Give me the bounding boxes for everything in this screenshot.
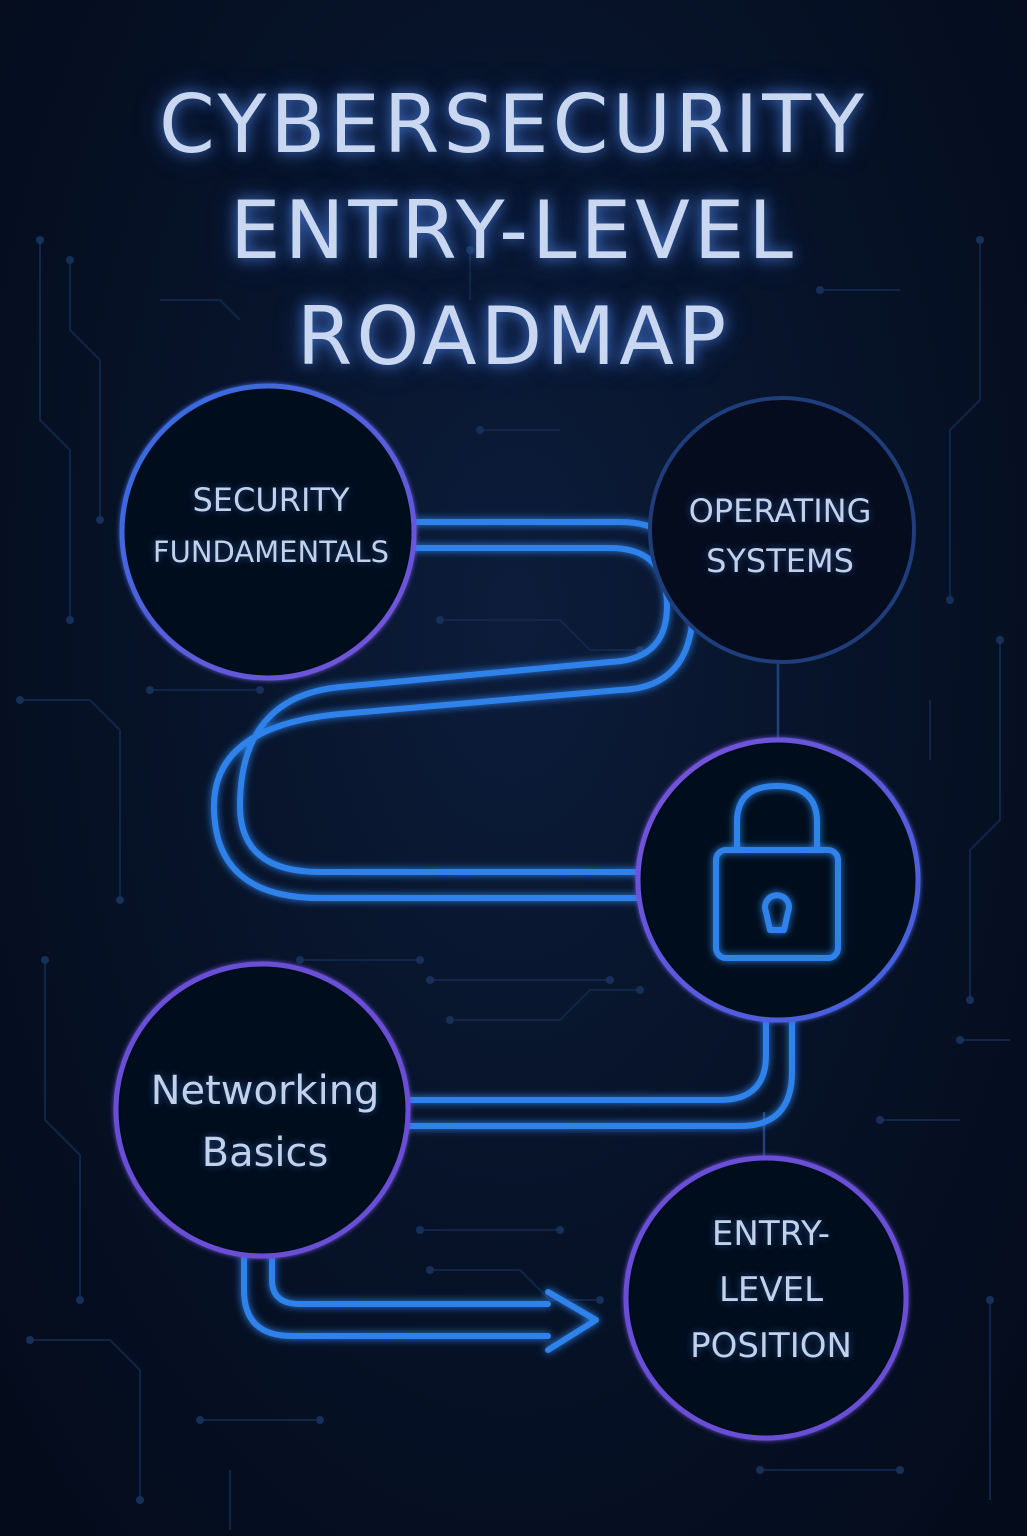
node-label-line: LEVEL	[718, 1270, 824, 1310]
node-label-line: Basics	[201, 1130, 329, 1176]
title-line-3: ROADMAP	[296, 290, 731, 383]
node-label-line: SECURITY	[192, 481, 350, 519]
node-operating-systems: OPERATING SYSTEMS	[655, 486, 905, 586]
node-networking-basics-ring	[113, 961, 411, 1259]
node-lock-ring	[635, 737, 921, 1023]
node-entry-level-position: ENTRY- LEVEL POSITION	[628, 1206, 914, 1374]
node-security-fundamentals-ring	[119, 383, 417, 681]
path-inner-lower	[407, 1015, 795, 1129]
title-line-1: CYBERSECURITY	[159, 78, 868, 171]
node-label-line: SYSTEMS	[706, 542, 854, 580]
node-label-line: OPERATING	[688, 492, 872, 530]
title-line-2: ENTRY-LEVEL	[230, 184, 797, 277]
padlock-icon	[713, 783, 841, 961]
node-label-line: FUNDAMENTALS	[152, 535, 390, 569]
path-arrow-outer	[241, 1252, 551, 1339]
node-label-line: ENTRY-	[711, 1214, 831, 1254]
node-label-line: Networking	[150, 1068, 380, 1114]
arrow-head-icon	[545, 1289, 599, 1353]
page-title: CYBERSECURITY ENTRY-LEVEL ROADMAP	[0, 72, 1027, 390]
node-security-fundamentals: SECURITY FUNDAMENTALS	[126, 474, 416, 578]
node-entry-level-position-ring	[623, 1155, 909, 1441]
node-label-line: POSITION	[690, 1326, 852, 1366]
path-arrow-inner	[269, 1252, 551, 1307]
path-outer-lower	[407, 1015, 769, 1103]
node-operating-systems-ring	[648, 396, 916, 664]
node-networking-basics: Networking Basics	[120, 1060, 410, 1184]
